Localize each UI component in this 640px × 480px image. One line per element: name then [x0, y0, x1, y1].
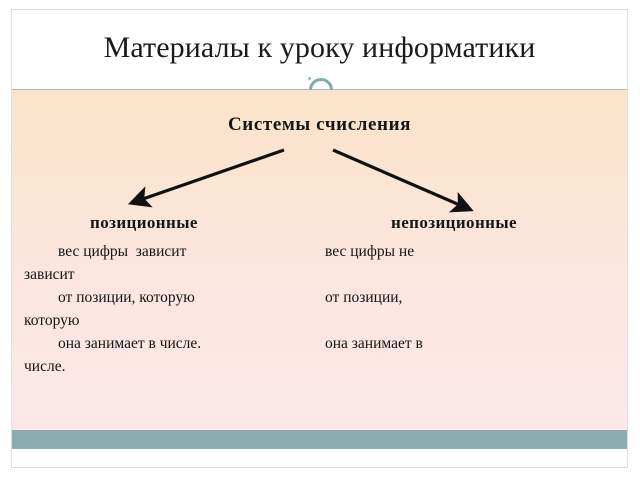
- definition-right-line-2-tail: которую: [24, 312, 80, 329]
- presentation-slide: Материалы к уроку информатики Системы сч…: [11, 9, 628, 468]
- definition-right-line-1: вес цифры не: [325, 243, 415, 260]
- definition-right-line-1-tail: зависит: [24, 266, 75, 283]
- branch-label-nonpositional: непозиционные: [391, 213, 517, 232]
- slide-footer-bar: [12, 430, 627, 449]
- definition-right-line-3-tail: числе.: [24, 358, 66, 375]
- definition-right-line-2: от позиции,: [325, 289, 403, 306]
- definition-right-line-3: она занимает в: [325, 335, 423, 352]
- arrow-to-positional-icon: [127, 148, 285, 208]
- slide-body: Системы счисления позиционные непозицион…: [12, 90, 627, 449]
- page-title: Материалы к уроку информатики: [103, 31, 536, 64]
- definition-left-line-2: от позиции, которую: [58, 289, 195, 306]
- slide-header: Материалы к уроку информатики: [12, 10, 627, 89]
- definition-left-line-3: она занимает в числе.: [58, 335, 202, 352]
- definition-left-line-1: вес цифры зависит: [58, 243, 187, 260]
- definition-line-3: она занимает в числе. она занимает в чис…: [12, 332, 627, 378]
- definition-text-block: вес цифры зависит вес цифры не зависит о…: [12, 240, 627, 378]
- branch-label-positional: позиционные: [90, 213, 198, 232]
- definition-line-1: вес цифры зависит вес цифры не зависит: [12, 240, 627, 286]
- branch-label-row: позиционные непозиционные: [12, 212, 627, 238]
- header-divider: [12, 89, 627, 90]
- definition-line-2: от позиции, которую от позиции, которую: [12, 286, 627, 332]
- diagram-heading: Системы счисления: [227, 114, 411, 135]
- arrow-to-nonpositional-icon: [332, 148, 474, 213]
